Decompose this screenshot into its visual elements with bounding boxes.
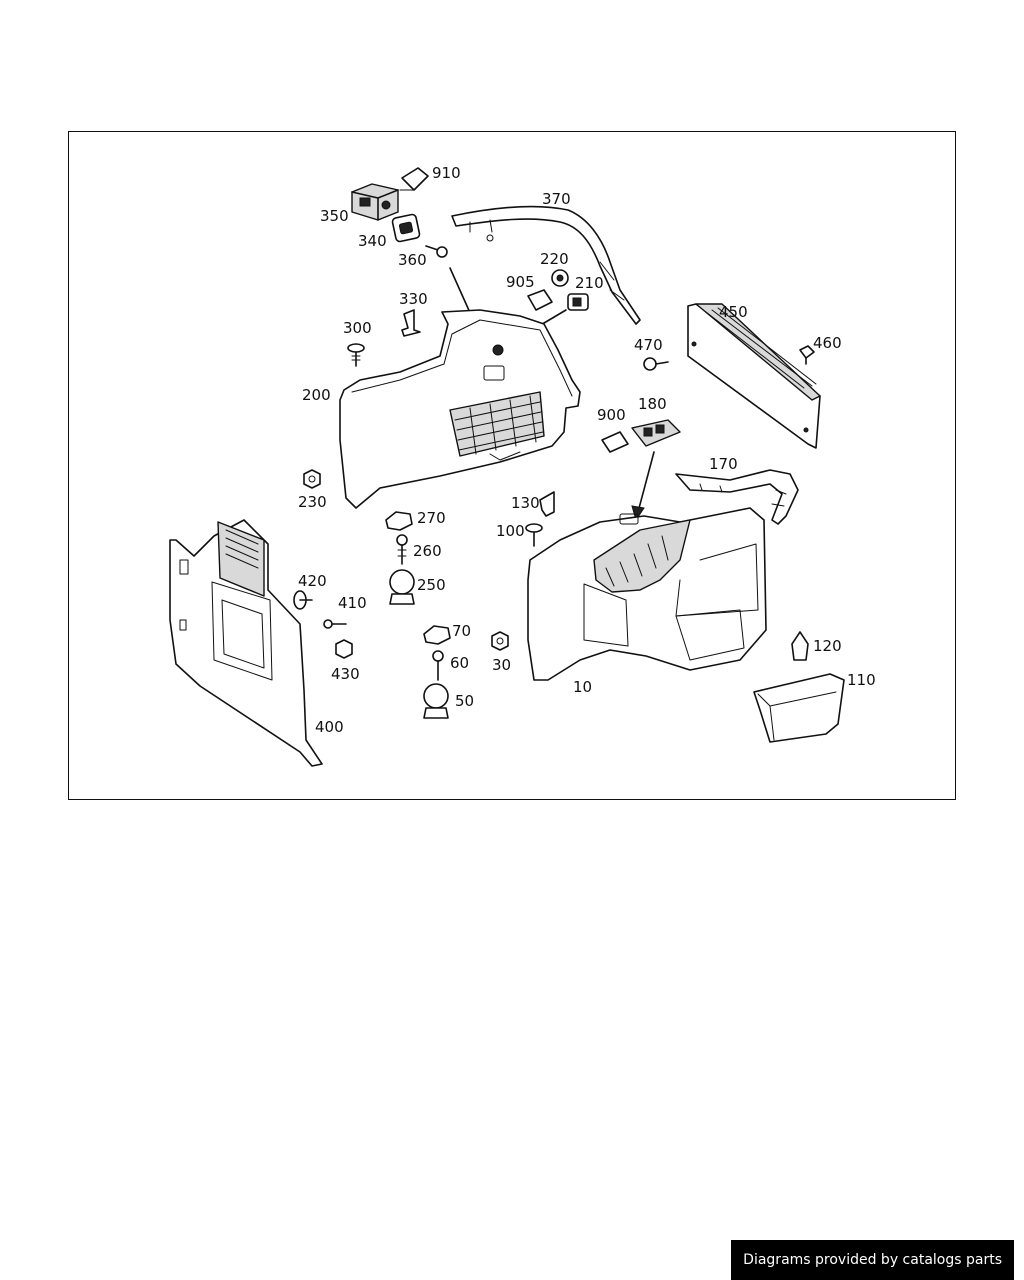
label-300: 300	[343, 319, 372, 337]
part-905-tag	[527, 289, 553, 311]
label-430: 430	[331, 665, 360, 683]
assembly-arrow-lower	[631, 451, 655, 522]
label-360: 360	[398, 251, 427, 269]
label-260: 260	[413, 542, 442, 560]
part-300-pin	[347, 343, 365, 367]
part-410-screw	[323, 619, 347, 629]
label-910: 910	[432, 164, 461, 182]
label-250: 250	[417, 576, 446, 594]
part-30-nut	[491, 631, 509, 651]
part-120-clip	[791, 631, 809, 661]
label-450: 450	[719, 303, 748, 321]
part-350-switch	[351, 183, 399, 221]
label-60: 60	[450, 654, 469, 672]
label-340: 340	[358, 232, 387, 250]
label-470: 470	[634, 336, 663, 354]
label-410: 410	[338, 594, 367, 612]
part-170-trim	[675, 469, 799, 525]
part-450-sill	[687, 303, 821, 449]
label-110: 110	[847, 671, 876, 689]
part-470-clip	[643, 357, 669, 371]
part-230-nut	[303, 469, 321, 489]
label-70: 70	[452, 622, 471, 640]
part-50-eye	[423, 683, 449, 719]
label-200: 200	[302, 386, 331, 404]
part-10-panel	[527, 507, 767, 681]
label-900: 900	[597, 406, 626, 424]
part-460-clip	[799, 345, 815, 365]
part-180-switch	[631, 419, 681, 447]
part-900-tag	[601, 431, 629, 453]
label-120: 120	[813, 637, 842, 655]
label-130: 130	[511, 494, 540, 512]
label-350: 350	[320, 207, 349, 225]
label-170: 170	[709, 455, 738, 473]
label-100: 100	[496, 522, 525, 540]
part-60-screw	[432, 650, 444, 681]
part-360-screw	[425, 245, 448, 258]
label-220: 220	[540, 250, 569, 268]
part-430-nut	[335, 639, 353, 659]
part-260-screw	[396, 534, 408, 565]
part-70-cap	[423, 625, 451, 645]
part-100-pin	[525, 523, 543, 547]
part-200-panel	[339, 309, 581, 509]
part-270-cap	[385, 511, 413, 531]
part-210-clip	[567, 293, 589, 311]
label-270: 270	[417, 509, 446, 527]
label-330: 330	[399, 290, 428, 308]
part-910-tag	[399, 167, 429, 191]
part-130-clip	[539, 491, 555, 517]
label-230: 230	[298, 493, 327, 511]
label-905: 905	[506, 273, 535, 291]
part-400-cover	[169, 519, 323, 767]
part-220-nut	[551, 269, 569, 287]
label-30: 30	[492, 656, 511, 674]
label-400: 400	[315, 718, 344, 736]
part-340-bezel	[391, 213, 421, 243]
label-420: 420	[298, 572, 327, 590]
part-420-pin	[293, 590, 313, 610]
part-330-bracket	[401, 309, 421, 337]
part-250-eye	[389, 569, 415, 605]
label-10: 10	[573, 678, 592, 696]
label-210: 210	[575, 274, 604, 292]
part-110-tray	[753, 673, 845, 743]
footer-credit-badge: Diagrams provided by catalogs parts	[731, 1240, 1014, 1280]
label-50: 50	[455, 692, 474, 710]
part-370-trim	[451, 205, 641, 325]
label-370: 370	[542, 190, 571, 208]
label-460: 460	[813, 334, 842, 352]
label-180: 180	[638, 395, 667, 413]
